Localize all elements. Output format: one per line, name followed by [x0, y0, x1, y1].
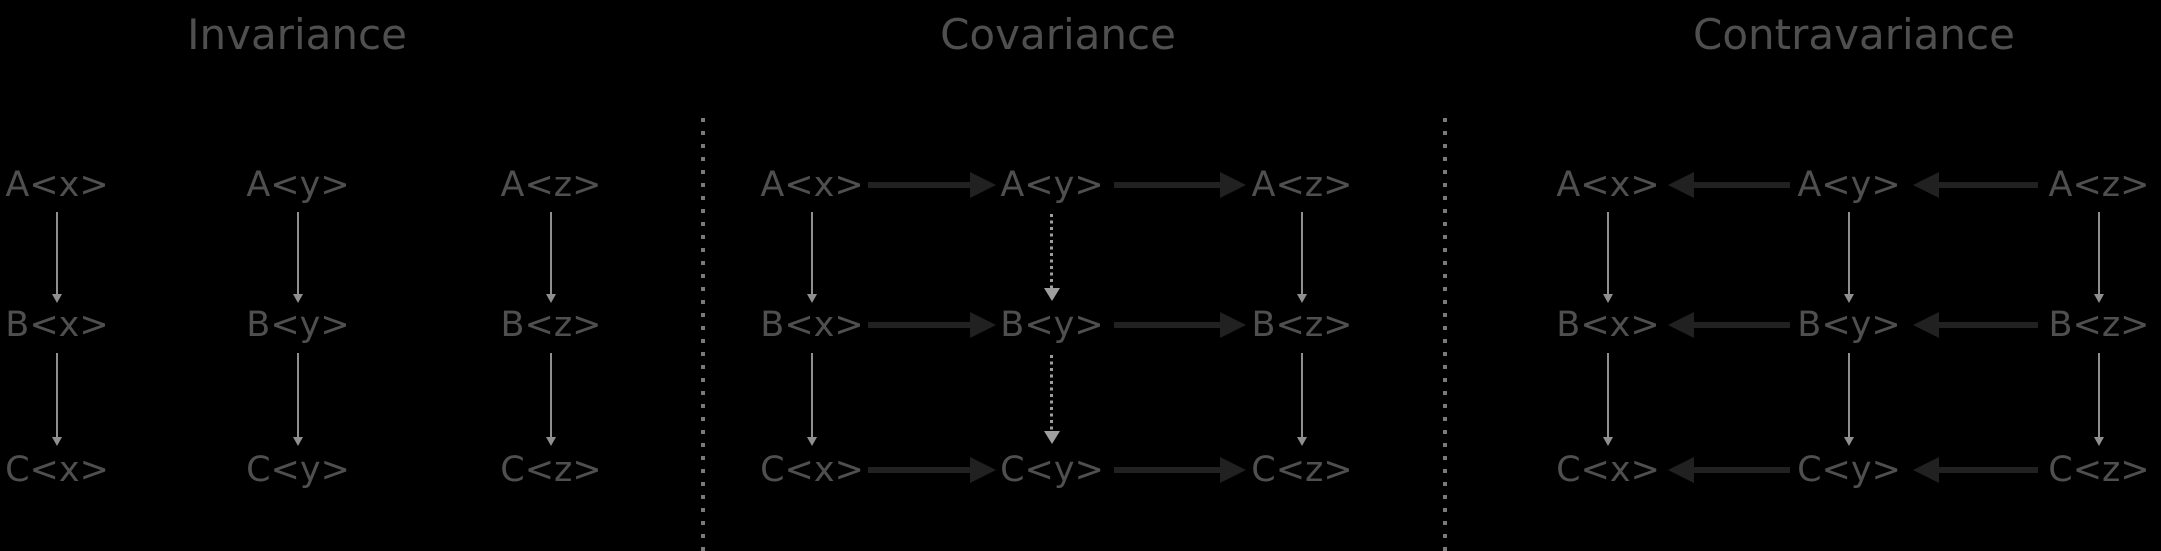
type-label: A<y>: [1797, 165, 1901, 205]
left-arrow: [1913, 457, 2038, 483]
type-label: C<y>: [246, 450, 350, 490]
type-label: C<x>: [1556, 450, 1660, 490]
down-arrow: [1301, 353, 1303, 437]
down-arrow: [1848, 353, 1850, 437]
type-label: C<z>: [2048, 450, 2150, 490]
panel-title: Contravariance: [1693, 10, 2015, 59]
panel-title: Covariance: [940, 10, 1176, 59]
type-label: B<y>: [1000, 305, 1104, 345]
type-label: A<x>: [5, 165, 109, 205]
type-label: C<x>: [760, 450, 864, 490]
type-label: B<z>: [1251, 305, 1353, 345]
panel-title: Invariance: [187, 10, 407, 59]
type-label: A<y>: [246, 165, 350, 205]
right-arrow: [868, 312, 996, 338]
type-label: A<z>: [1251, 165, 1353, 205]
dotted-divider: [701, 118, 705, 551]
down-arrow-dotted: [1050, 355, 1053, 431]
type-label: B<y>: [1797, 305, 1901, 345]
type-label: B<z>: [500, 305, 602, 345]
left-arrow: [1913, 312, 2038, 338]
down-arrow-dotted: [1050, 214, 1053, 288]
right-arrow: [1114, 457, 1246, 483]
down-arrow: [297, 212, 299, 294]
type-label: B<z>: [2048, 305, 2150, 345]
down-arrow: [56, 212, 58, 294]
type-label: A<z>: [500, 165, 602, 205]
type-label: C<y>: [1797, 450, 1901, 490]
type-label: C<z>: [500, 450, 602, 490]
down-arrow: [550, 212, 552, 294]
type-label: C<z>: [1251, 450, 1353, 490]
right-arrow: [868, 457, 996, 483]
type-label: B<x>: [5, 305, 109, 345]
right-arrow: [1114, 172, 1246, 198]
down-arrow: [1607, 353, 1609, 437]
right-arrow: [1114, 312, 1246, 338]
left-arrow: [1668, 312, 1790, 338]
dotted-divider: [1443, 118, 1447, 551]
left-arrow: [1668, 172, 1790, 198]
down-arrow: [2098, 353, 2100, 437]
down-arrow: [297, 353, 299, 437]
down-arrow: [56, 353, 58, 437]
type-label: C<y>: [1000, 450, 1104, 490]
type-label: A<z>: [2048, 165, 2150, 205]
down-arrow: [811, 353, 813, 437]
type-label: A<x>: [1556, 165, 1660, 205]
down-arrow: [550, 353, 552, 437]
type-label: B<y>: [246, 305, 350, 345]
down-arrow: [1607, 212, 1609, 294]
down-arrow: [2098, 212, 2100, 294]
type-label: C<x>: [5, 450, 109, 490]
type-label: A<x>: [760, 165, 864, 205]
type-label: B<x>: [760, 305, 864, 345]
type-label: B<x>: [1556, 305, 1660, 345]
type-label: A<y>: [1000, 165, 1104, 205]
left-arrow: [1668, 457, 1790, 483]
down-arrow: [1848, 212, 1850, 294]
down-arrow: [1301, 212, 1303, 294]
left-arrow: [1913, 172, 2038, 198]
right-arrow: [868, 172, 996, 198]
down-arrow: [811, 212, 813, 294]
